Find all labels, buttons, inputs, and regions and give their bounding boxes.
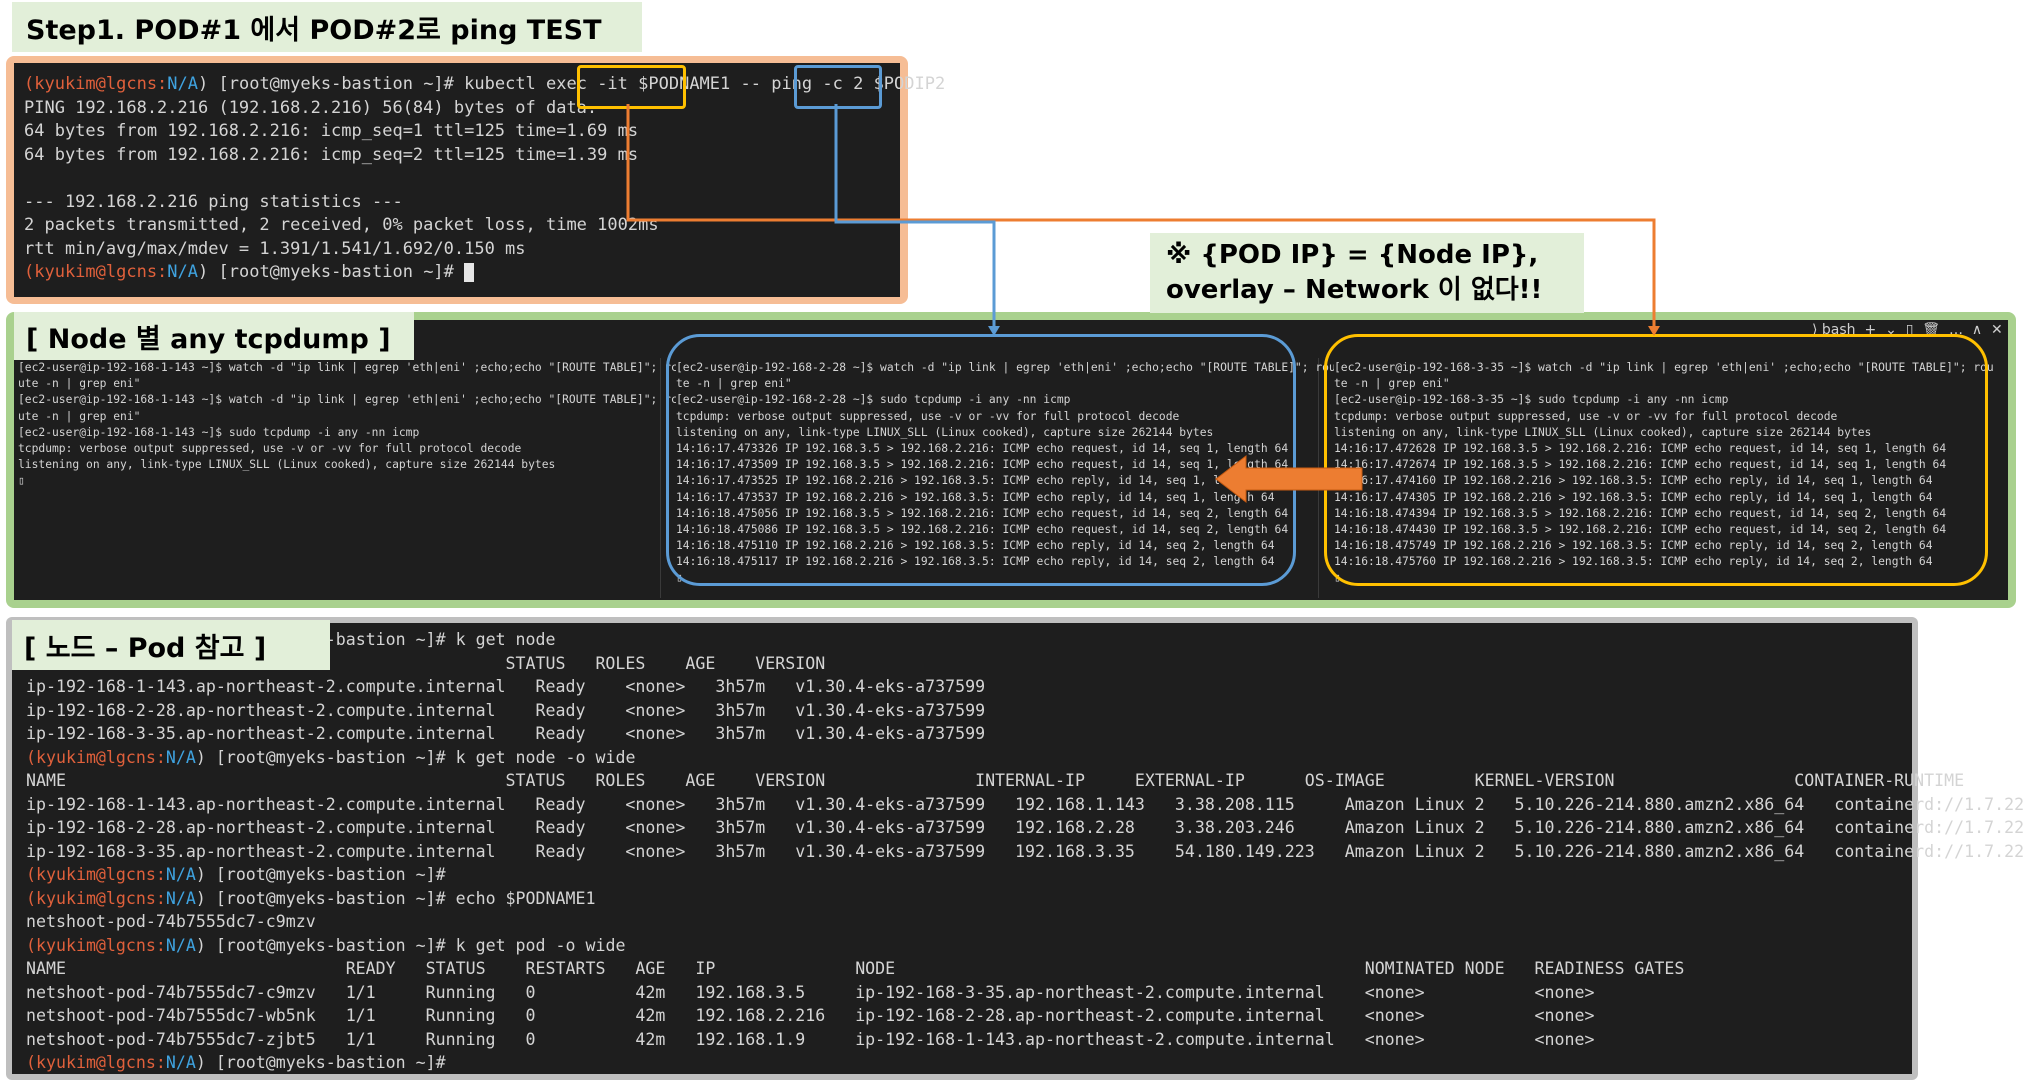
step-title: Step1. POD#1 에서 POD#2로 ping TEST: [12, 2, 642, 52]
tcpdump-pane-node3[interactable]: [ec2-user@ip-192-168-3-35 ~]$ watch -d "…: [1334, 360, 1994, 594]
pane-line: listening on any, link-type LINUX_SLL (L…: [676, 425, 1214, 439]
ref-line: (kyukim@lgcns:N/A) [root@myeks-bastion ~…: [26, 935, 626, 955]
ref-line: netshoot-pod-74b7555dc7-c9mzv: [26, 912, 316, 931]
pane-line: 14:16:18.475056 IP 192.168.3.5 > 192.168…: [676, 506, 1289, 520]
pane-line: [ec2-user@ip-192-168-3-35 ~]$ watch -d "…: [1334, 361, 1994, 374]
ping-output-line: PING 192.168.2.216 (192.168.2.216) 56(84…: [24, 97, 598, 118]
ref-line: NAME READY STATUS RESTARTS AGE IP NODE N…: [26, 959, 1685, 978]
pane-line: tcpdump: verbose output suppressed, use …: [676, 409, 1180, 423]
pane-line: 14:16:18.475110 IP 192.168.2.216 > 192.1…: [676, 539, 1275, 553]
pane-line: ute -n | grep eni": [18, 409, 141, 423]
pane-line: 14:16:18.474430 IP 192.168.3.5 > 192.168…: [1334, 522, 1947, 536]
ping-output-line: 2 packets transmitted, 2 received, 0% pa…: [24, 215, 659, 235]
pane-line: 14:16:17.472628 IP 192.168.3.5 > 192.168…: [1334, 441, 1947, 455]
overlay-note-line1: ※ {POD IP} = {Node IP},: [1166, 240, 1539, 270]
pane-line: [ec2-user@ip-192-168-1-143 ~]$ sudo tcpd…: [18, 425, 420, 439]
pane-line: 14:16:18.475117 IP 192.168.2.216 > 192.1…: [676, 555, 1275, 569]
node-tcpdump-title: [ Node 별 any tcpdump ]: [14, 312, 414, 360]
pane-line: ute -n | grep eni": [18, 377, 141, 391]
ping-output-line: 64 bytes from 192.168.2.216: icmp_seq=2 …: [24, 144, 639, 165]
pane-line: ▯: [18, 474, 25, 488]
pane-divider: [1318, 358, 1319, 598]
ref-line: ip-192-168-3-35.ap-northeast-2.compute.i…: [26, 724, 986, 743]
ping-output-line: --- 192.168.2.216 ping statistics ---: [24, 191, 403, 212]
reference-terminal[interactable]: (kyukim@lgcns:N/A) [root@myeks-bastion ~…: [12, 623, 2024, 1074]
node-pod-reference-title: [ 노드 – Pod 참고 ]: [12, 620, 330, 670]
ref-line: ip-192-168-3-35.ap-northeast-2.compute.i…: [26, 841, 2024, 861]
pane-line: tcpdump: verbose output suppressed, use …: [1334, 409, 1838, 423]
tcpdump-pane-node2[interactable]: [ec2-user@ip-192-168-2-28 ~]$ watch -d "…: [676, 360, 1336, 594]
ref-line: netshoot-pod-74b7555dc7-c9mzv 1/1 Runnin…: [26, 982, 1595, 1002]
pane-line: [ec2-user@ip-192-168-3-35 ~]$ sudo tcpdu…: [1334, 393, 1729, 407]
ref-line: (kyukim@lgcns:N/A) [root@myeks-bastion ~…: [26, 1053, 446, 1072]
ref-line: ip-192-168-2-28.ap-northeast-2.compute.i…: [26, 818, 2024, 837]
ref-line: ip-192-168-1-143.ap-northeast-2.compute.…: [26, 677, 986, 696]
pane-line: te -n | grep eni": [1334, 377, 1450, 391]
pane-line: [ec2-user@ip-192-168-1-143 ~]$ watch -d …: [18, 393, 678, 407]
terminal-cursor-icon: [464, 262, 475, 282]
ref-line: NAME STATUS ROLES AGE VERSION INTERNAL-I…: [26, 771, 1965, 790]
pane-line: 14:16:17.473326 IP 192.168.3.5 > 192.168…: [676, 441, 1289, 455]
pane-line: [ec2-user@ip-192-168-1-143 ~]$ watch -d …: [18, 361, 678, 374]
node3-pane-highlight: [1324, 334, 1988, 586]
ping-terminal[interactable]: (kyukim@lgcns:N/A) [root@myeks-bastion ~…: [14, 63, 946, 297]
ping-output-line: 64 bytes from 192.168.2.216: icmp_seq=1 …: [24, 121, 639, 141]
podname-highlight: [577, 65, 686, 109]
tcpdump-pane-node1[interactable]: [ec2-user@ip-192-168-1-143 ~]$ watch -d …: [18, 360, 678, 590]
pane-line: 14:16:18.474394 IP 192.168.3.5 > 192.168…: [1334, 506, 1947, 520]
ref-line: netshoot-pod-74b7555dc7-wb5nk 1/1 Runnin…: [26, 1006, 1595, 1025]
pane-line: 14:16:18.475749 IP 192.168.2.216 > 192.1…: [1334, 539, 1933, 553]
ref-line: netshoot-pod-74b7555dc7-zjbt5 1/1 Runnin…: [26, 1029, 1595, 1049]
ref-line: (kyukim@lgcns:N/A) [root@myeks-bastion ~…: [26, 865, 446, 884]
ping-output-line: rtt min/avg/max/mdev = 1.391/1.541/1.692…: [24, 238, 526, 259]
pane-line: 14:16:18.475760 IP 192.168.2.216 > 192.1…: [1334, 555, 1933, 569]
pane-line: 14:16:18.475086 IP 192.168.3.5 > 192.168…: [676, 522, 1289, 536]
pane-line: 14:16:17.474305 IP 192.168.2.216 > 192.1…: [1334, 490, 1933, 504]
ref-line: (kyukim@lgcns:N/A) [root@myeks-bastion ~…: [26, 888, 596, 908]
ping-output-line: [24, 167, 900, 191]
ref-line: ip-192-168-2-28.ap-northeast-2.compute.i…: [26, 700, 986, 720]
overlay-note: ※ {POD IP} = {Node IP}, overlay – Networ…: [1150, 233, 1584, 313]
ref-line: (kyukim@lgcns:N/A) [root@myeks-bastion ~…: [26, 747, 636, 767]
overlay-note-line2: overlay – Network 이 없다!!: [1166, 275, 1543, 305]
ping-command-line: (kyukim@lgcns:N/A) [root@myeks-bastion ~…: [24, 74, 946, 94]
pane-divider: [660, 358, 661, 598]
pane-line: te -n | grep eni": [676, 377, 792, 391]
pane-line: listening on any, link-type LINUX_SLL (L…: [18, 458, 556, 472]
pane-line: tcpdump: verbose output suppressed, use …: [18, 441, 522, 455]
pane-line: [ec2-user@ip-192-168-2-28 ~]$ sudo tcpdu…: [676, 393, 1071, 407]
podip-highlight: [794, 65, 882, 109]
node2-pane-highlight: [666, 334, 1296, 586]
podip-var: $PODIP2: [873, 74, 946, 94]
ping-prompt-line: (kyukim@lgcns:N/A) [root@myeks-bastion ~…: [24, 261, 900, 285]
ref-line: ip-192-168-1-143.ap-northeast-2.compute.…: [26, 794, 2024, 814]
pane-line: listening on any, link-type LINUX_SLL (L…: [1334, 425, 1872, 439]
